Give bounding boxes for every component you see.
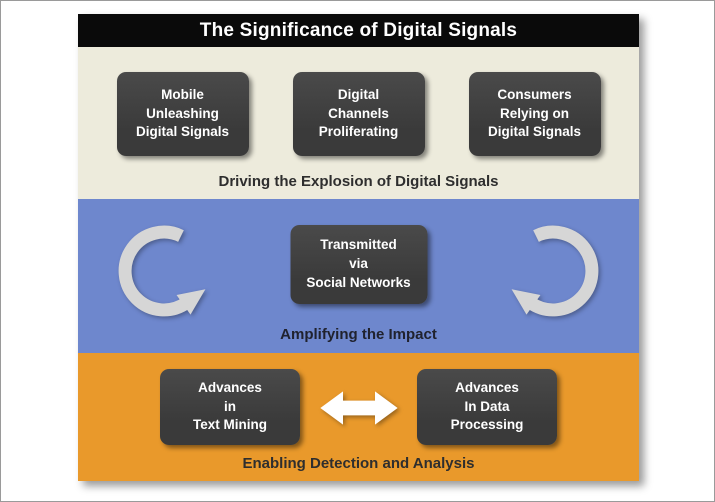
enablement-boxes-row: Advances in Text Mining Advances In Data… xyxy=(78,353,639,445)
slide: The Significance of Digital Signals Mobi… xyxy=(78,14,639,481)
drivers-caption: Driving the Explosion of Digital Signals xyxy=(218,173,499,190)
driver-box-mobile: Mobile Unleashing Digital Signals xyxy=(116,72,249,156)
driver-box-channels: Digital Channels Proliferating xyxy=(292,72,425,156)
driver-box-consumers: Consumers Relying on Digital Signals xyxy=(468,72,601,156)
curved-arrow-right-icon xyxy=(511,225,599,317)
curved-arrow-left-icon xyxy=(118,225,206,317)
enablement-caption: Enabling Detection and Analysis xyxy=(242,455,475,472)
advances-text-mining-box: Advances in Text Mining xyxy=(160,369,300,445)
section-drivers: Mobile Unleashing Digital Signals Digita… xyxy=(78,47,639,199)
advances-data-processing-box: Advances In Data Processing xyxy=(417,369,557,445)
title-bar: The Significance of Digital Signals xyxy=(78,14,639,47)
section-enablement: Advances in Text Mining Advances In Data… xyxy=(78,353,639,481)
double-arrow-icon xyxy=(319,391,398,425)
page-title: The Significance of Digital Signals xyxy=(199,19,518,41)
drivers-boxes-row: Mobile Unleashing Digital Signals Digita… xyxy=(78,47,639,156)
amplification-caption: Amplifying the Impact xyxy=(280,326,437,343)
transmitted-box: Transmitted via Social Networks xyxy=(290,225,427,304)
section-amplification: Transmitted via Social Networks Amplifyi… xyxy=(78,199,639,353)
